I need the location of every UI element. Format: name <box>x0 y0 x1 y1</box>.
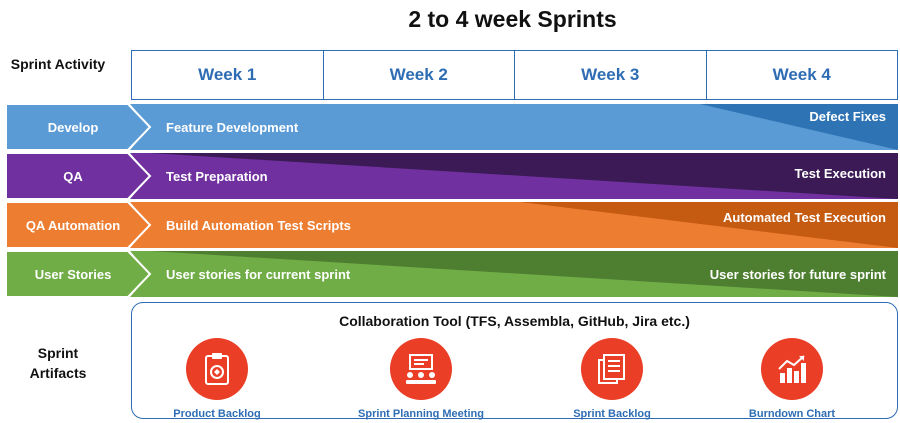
artifact-sprint-backlog: Sprint Backlog <box>527 338 697 420</box>
lane-user-stories-wedge <box>150 251 898 297</box>
lane-qa-automation-chevron <box>5 201 152 249</box>
lane-user-stories: User Stories User stories for current sp… <box>5 250 898 298</box>
clipboard-box-icon <box>186 338 248 400</box>
week-4-header: Week 4 <box>772 65 831 84</box>
week-2-header: Week 2 <box>324 51 515 99</box>
lane-develop-band <box>130 104 898 150</box>
sprint-activity-label: Sprint Activity <box>10 56 106 72</box>
lane-user-stories-chevron <box>5 250 152 298</box>
collaboration-tool-title: Collaboration Tool (TFS, Assembla, GitHu… <box>339 313 690 329</box>
lane-qa-end-text: Test Execution <box>794 166 886 181</box>
artifact-sprint-planning-meeting: Sprint Planning Meeting <box>336 338 506 420</box>
lane-develop-start-text: Feature Development <box>166 120 299 135</box>
documents-stack-icon <box>581 338 643 400</box>
artifacts-box <box>131 302 898 419</box>
lane-develop-end-text: Defect Fixes <box>809 109 886 124</box>
activity-lanes: Develop Feature Development Defect Fixes… <box>5 103 898 298</box>
lane-qa-chevron <box>5 152 152 200</box>
lane-develop-chevron <box>5 103 152 151</box>
lane-develop: Develop Feature Development Defect Fixes <box>5 103 898 151</box>
artifact-burndown-chart-label: Burndown Chart <box>748 408 836 420</box>
week-1-header: Week 1 <box>132 51 324 99</box>
artifact-product-backlog-label: Product Backlog <box>173 408 261 420</box>
bar-chart-arrow-icon <box>761 338 823 400</box>
lane-qa-automation-end-text: Automated Test Execution <box>723 210 886 225</box>
sprint-artifacts-label: Sprint Artifacts <box>29 345 87 381</box>
lane-qa-label: QA <box>63 169 83 184</box>
lane-qa-automation-start-text: Build Automation Test Scripts <box>166 218 351 233</box>
meeting-board-icon <box>390 338 452 400</box>
lane-qa-start-text: Test Preparation <box>166 169 268 184</box>
lane-qa-automation-wedge <box>520 202 898 248</box>
page-title: 2 to 4 week Sprints <box>408 6 617 32</box>
week-3-header: Week 3 <box>515 51 707 99</box>
lane-develop-wedge <box>700 104 898 150</box>
artifact-sprint-backlog-label: Sprint Backlog <box>573 408 651 420</box>
lane-develop-label: Develop <box>48 120 99 135</box>
artifact-burndown-chart: Burndown Chart <box>707 338 877 420</box>
lane-qa-automation: QA Automation Build Automation Test Scri… <box>5 201 898 249</box>
lane-qa: QA Test Preparation Test Execution <box>5 152 898 200</box>
lane-qa-automation-label: QA Automation <box>26 218 120 233</box>
lane-qa-wedge <box>150 153 898 199</box>
weeks-header: Week 1 Week 2 Week 3 Week 4 <box>131 50 898 100</box>
artifact-sprint-planning-meeting-label: Sprint Planning Meeting <box>358 408 484 420</box>
lane-user-stories-end-text: User stories for future sprint <box>710 267 887 282</box>
artifact-product-backlog: Product Backlog <box>132 338 302 420</box>
lane-user-stories-label: User Stories <box>35 267 112 282</box>
lane-user-stories-start-text: User stories for current sprint <box>166 267 351 282</box>
